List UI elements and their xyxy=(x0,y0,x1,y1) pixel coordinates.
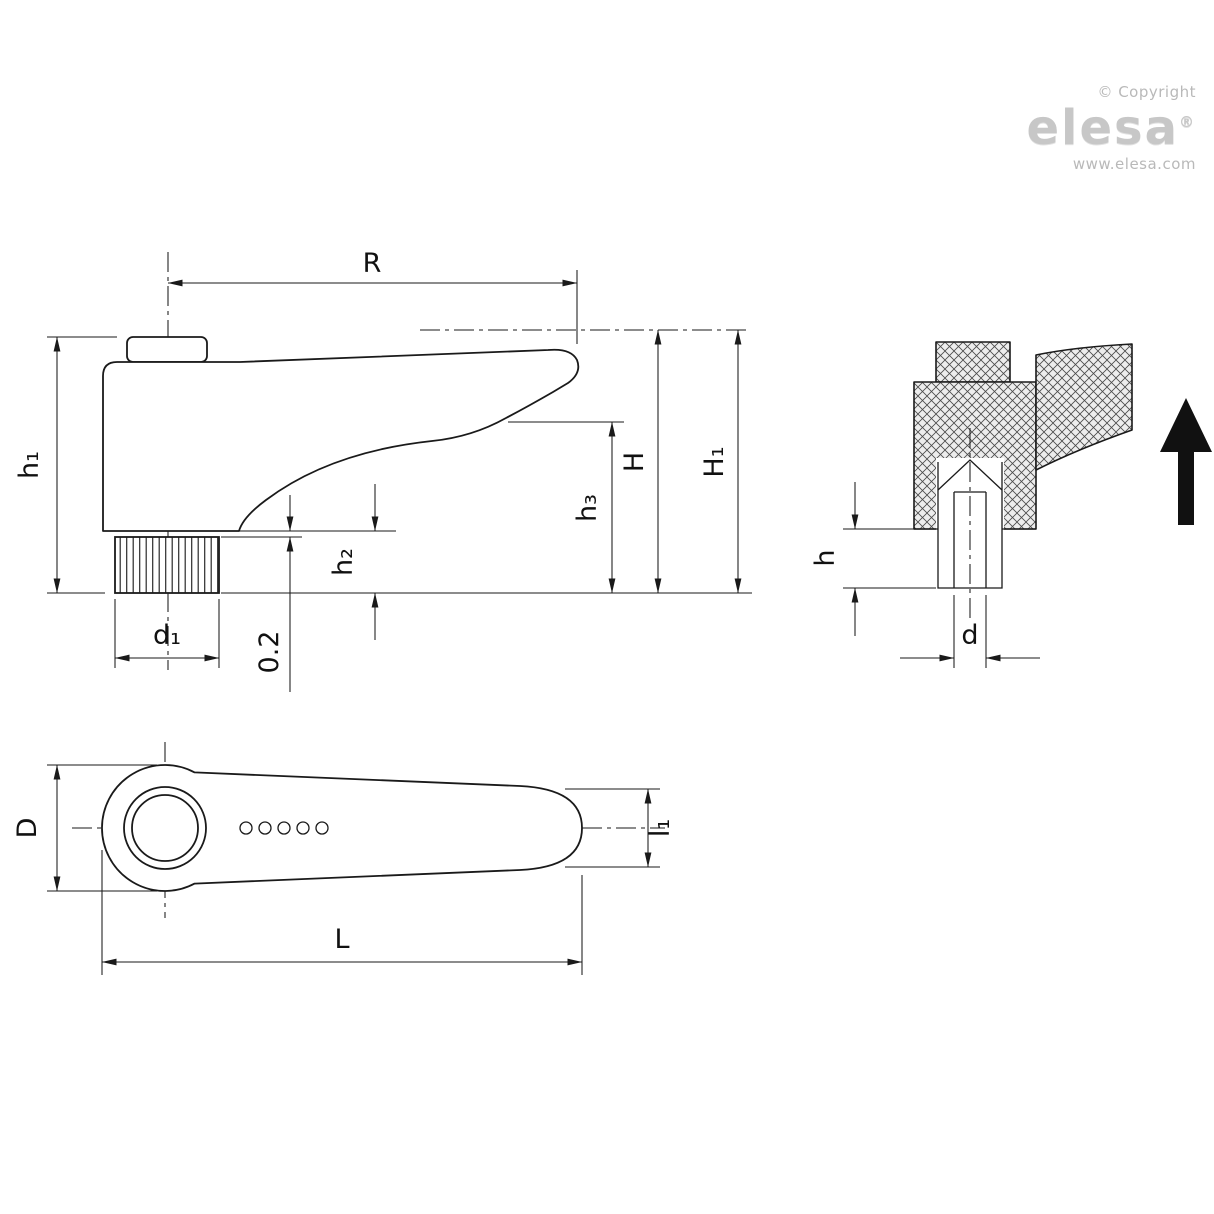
side-view: R h₁ h₃ H H₁ h₂ 0.2 d₁ xyxy=(14,248,752,692)
dim-label-h1: h₁ xyxy=(14,451,45,479)
hub-cap xyxy=(126,336,208,363)
elesa-logo: elesa® xyxy=(1026,101,1196,156)
dim-label-d1: d₁ xyxy=(153,620,181,651)
up-arrow-icon xyxy=(1160,398,1212,525)
dim-label-R: R xyxy=(363,248,382,279)
dim-label-L: L xyxy=(334,924,349,955)
dim-label-d: d xyxy=(961,620,978,651)
website-text: www.elesa.com xyxy=(1072,155,1196,174)
dim-label-l1: l₁ xyxy=(645,819,676,837)
marking-dots xyxy=(239,821,329,835)
registered-mark: ® xyxy=(1179,113,1196,132)
threaded-bushing xyxy=(914,459,1036,589)
dim-label-D: D xyxy=(12,818,43,839)
lever-outline xyxy=(102,348,580,532)
dim-label-H1: H₁ xyxy=(699,446,730,477)
section-cap-hatched xyxy=(935,341,1011,383)
dim-label-H: H xyxy=(619,452,650,472)
knurled-nut xyxy=(114,536,220,594)
section-view: h d xyxy=(810,341,1212,668)
dim-label-h: h xyxy=(810,549,841,566)
dim-label-h2: h₂ xyxy=(328,548,359,576)
dim-label-h3: h₃ xyxy=(572,494,603,522)
copyright-text: © Copyright xyxy=(1097,83,1196,101)
section-arm-hatched xyxy=(1035,343,1133,471)
elesa-logo-text: elesa xyxy=(1026,100,1179,157)
lever-top-outline xyxy=(101,764,583,892)
dim-label-gap-0-2: 0.2 xyxy=(254,631,285,674)
branding-block: © Copyright elesa® www.elesa.com xyxy=(1026,83,1196,174)
hub-bore xyxy=(131,794,199,862)
top-view: D l₁ L xyxy=(12,742,676,975)
